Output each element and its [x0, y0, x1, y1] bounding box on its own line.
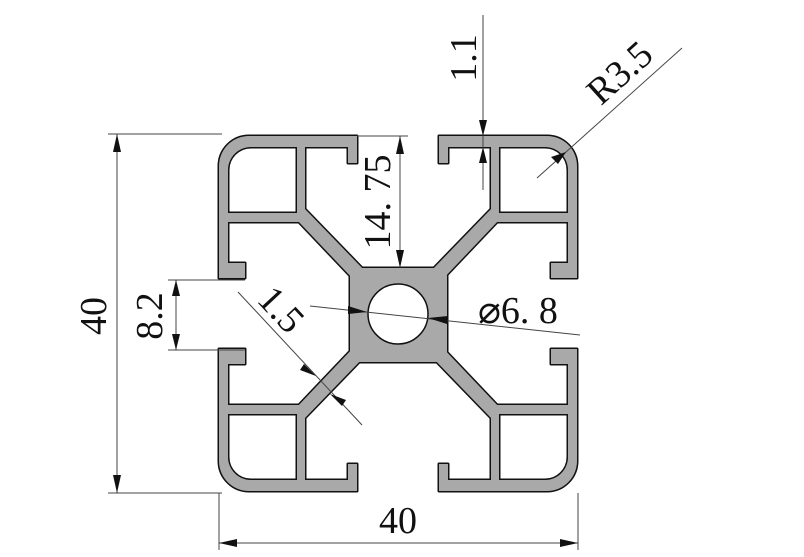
dimension-lip: 1.1: [443, 15, 487, 190]
dimension-width: 40: [218, 493, 579, 550]
wall-label: 1.5: [249, 278, 312, 341]
profile-section: [219, 136, 577, 491]
dimension-height: 40: [73, 133, 222, 494]
radius-label: R3.5: [579, 33, 661, 113]
slot-width-label: 8.2: [129, 292, 171, 340]
center-hole: [367, 283, 429, 345]
dimension-slot-width: 8.2: [129, 279, 245, 351]
width-label: 40: [379, 500, 417, 542]
dimension-slot-depth: 14. 75: [357, 135, 408, 268]
slot-depth-label: 14. 75: [357, 155, 399, 250]
lip-label: 1.1: [443, 34, 485, 82]
dimension-radius: R3.5: [536, 33, 683, 179]
hole-label: ⌀6. 8: [478, 290, 558, 332]
dimension-hole: ⌀6. 8: [309, 290, 581, 336]
height-label: 40: [73, 297, 115, 335]
